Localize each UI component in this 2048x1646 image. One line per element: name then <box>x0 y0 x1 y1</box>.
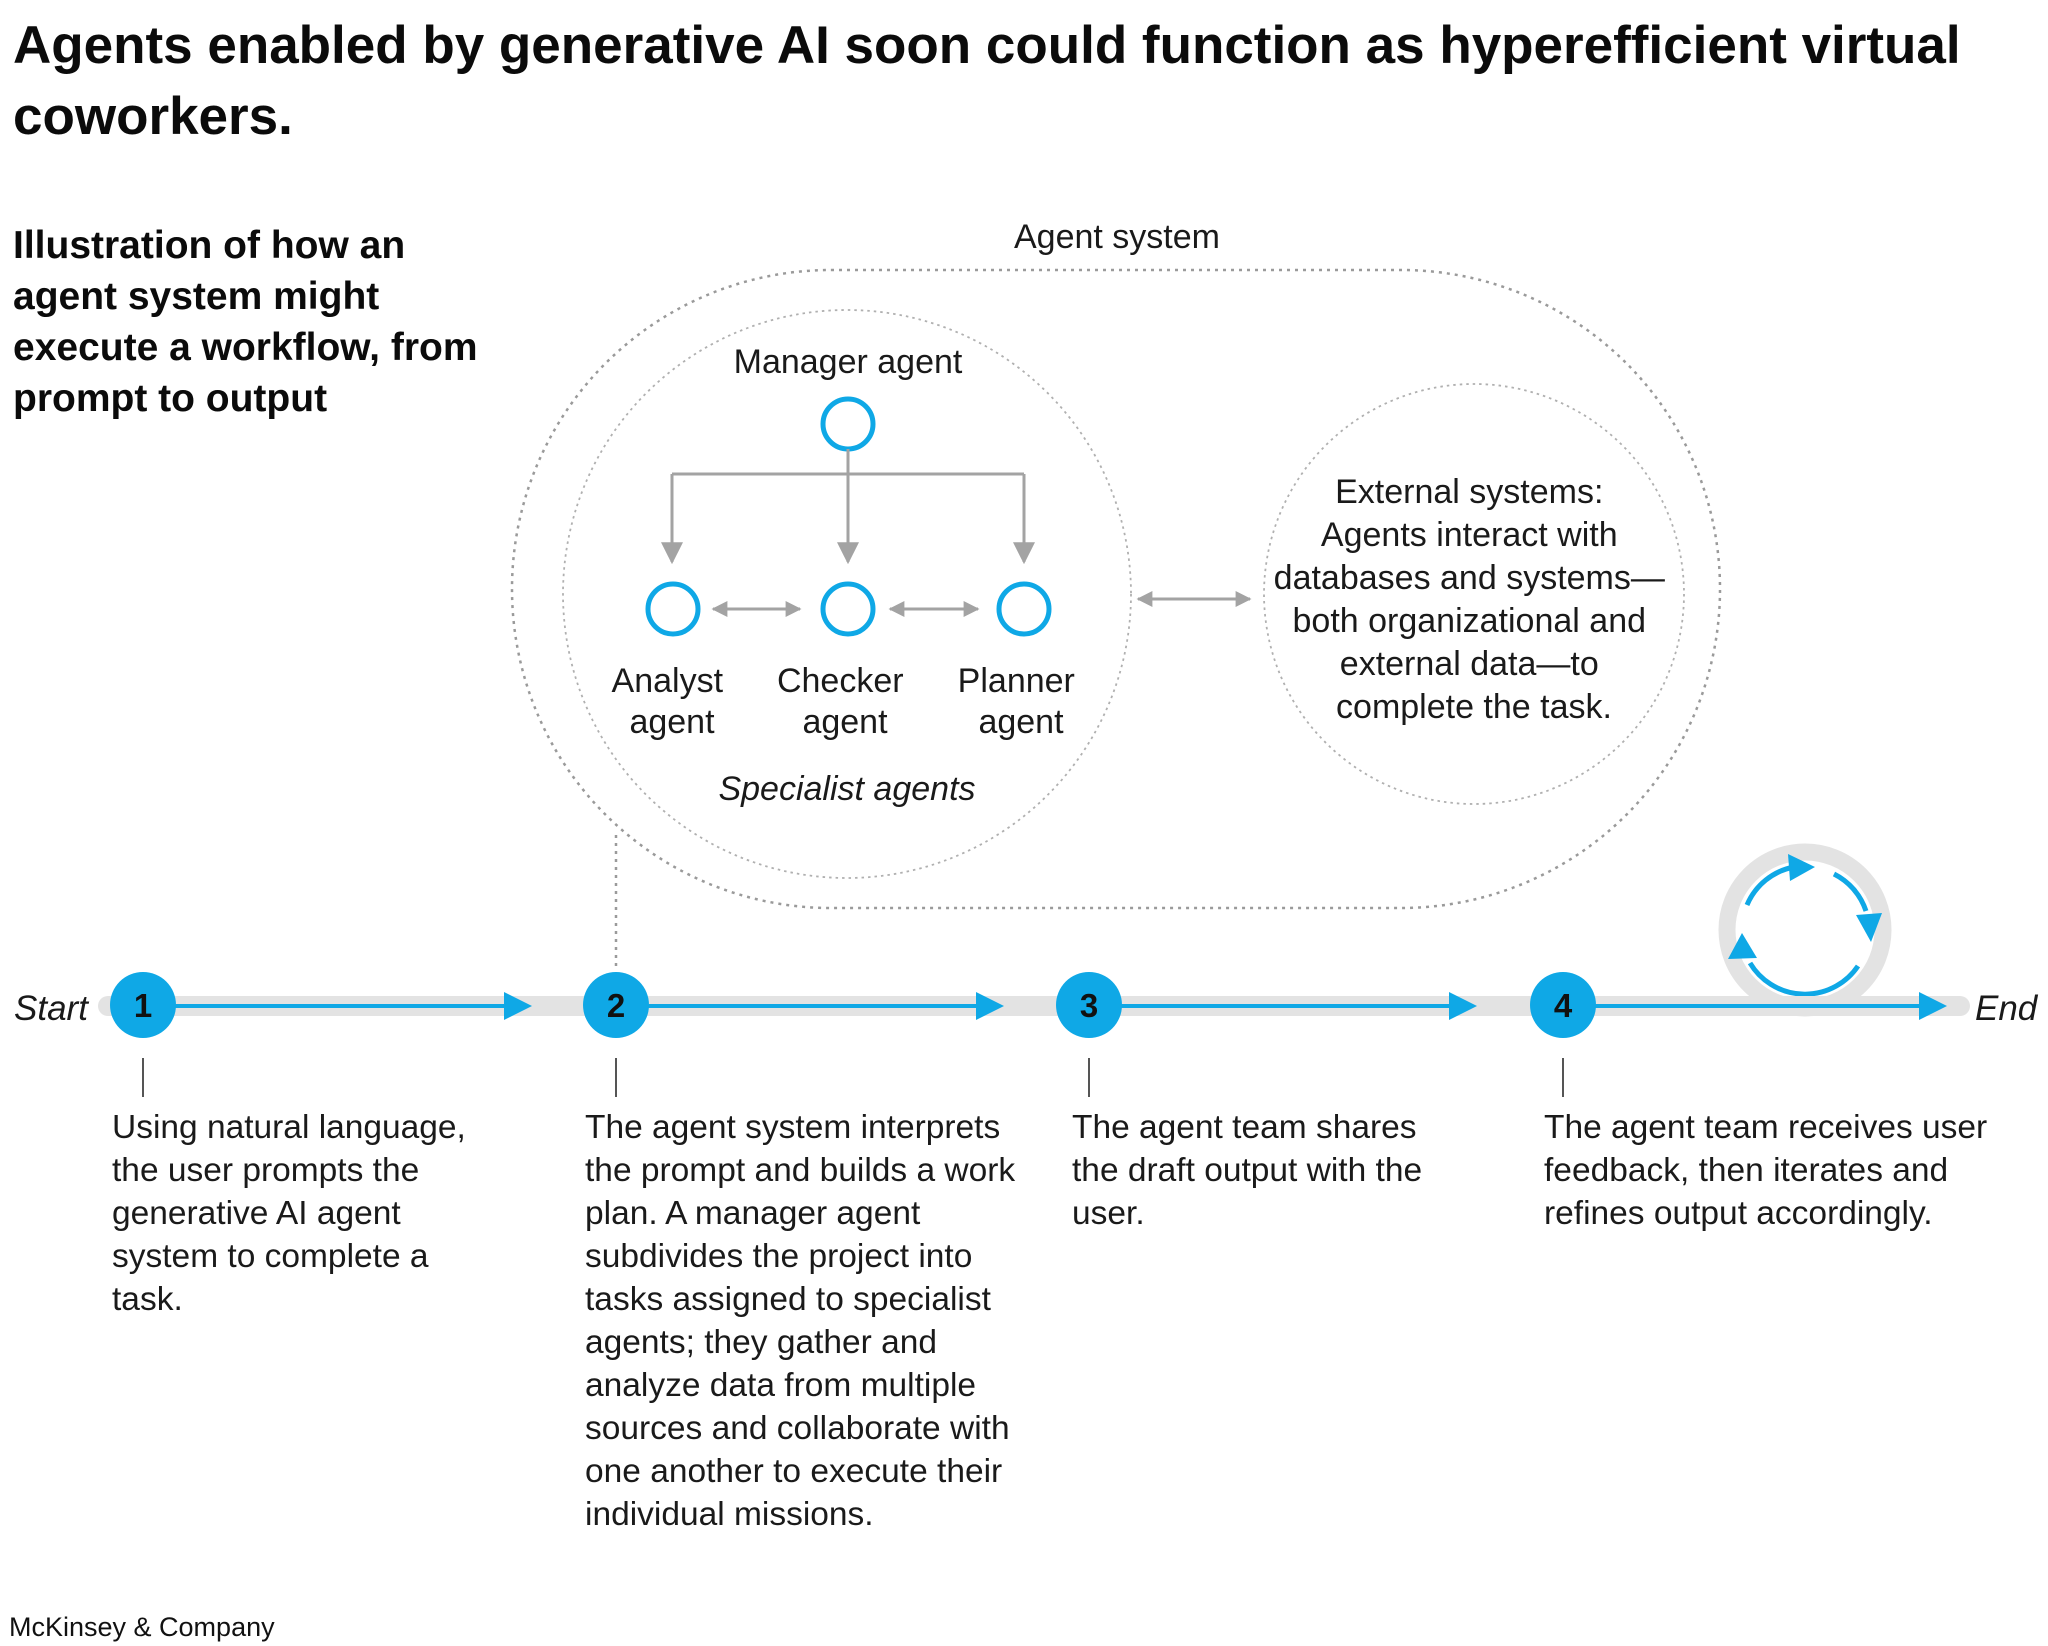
step-2-number: 2 <box>607 987 625 1024</box>
step-4-marker: 4 <box>1530 972 1596 1038</box>
feedback-loop-ring <box>1718 843 1892 1017</box>
step-1-marker: 1 <box>110 972 176 1038</box>
feedback-loop-arrows <box>1744 864 1869 997</box>
step-3-marker: 3 <box>1056 972 1122 1038</box>
step-4-description: The agent team receives user feedback, t… <box>1544 1109 1988 1232</box>
start-label: Start <box>14 989 89 1028</box>
planner-agent-node <box>996 581 1052 637</box>
specialist-agents-caption: Specialist agents <box>718 770 975 808</box>
agent-system-container <box>510 268 1722 910</box>
page-title: Agents enabled by generative AI soon cou… <box>13 16 1961 146</box>
manager-agent-node <box>820 396 876 452</box>
feedback-loop-heads <box>1728 854 1882 959</box>
page-subtitle: Illustration of how an agent system migh… <box>13 224 478 420</box>
planner-agent-label: Planner agent <box>958 662 1085 741</box>
end-label: End <box>1975 989 2039 1028</box>
footer-brand: McKinsey & Company <box>9 1612 275 1642</box>
step-1-number: 1 <box>134 987 152 1024</box>
step-ticks <box>142 1058 1564 1097</box>
step-3-number: 3 <box>1080 987 1098 1024</box>
checker-agent-node <box>820 581 876 637</box>
step-3-description: The agent team shares the draft output w… <box>1072 1109 1423 1232</box>
analyst-agent-node <box>645 581 701 637</box>
step-2-description: The agent system interprets the prompt a… <box>585 1109 1016 1533</box>
manager-agent-label: Manager agent <box>734 343 963 381</box>
step-1-description: Using natural language, the user prompts… <box>112 1109 466 1318</box>
checker-agent-label: Checker agent <box>777 662 913 741</box>
flow-arrows <box>170 992 1947 1020</box>
external-systems-circle <box>1263 383 1685 805</box>
agent-system-label: Agent system <box>1014 218 1220 256</box>
agents-circle <box>562 309 1132 879</box>
external-systems-text: External systems: Agents interact with d… <box>1274 473 1675 726</box>
step-4-number: 4 <box>1554 987 1573 1024</box>
analyst-agent-label: Analyst agent <box>612 662 733 741</box>
step-2-marker: 2 <box>583 972 649 1038</box>
